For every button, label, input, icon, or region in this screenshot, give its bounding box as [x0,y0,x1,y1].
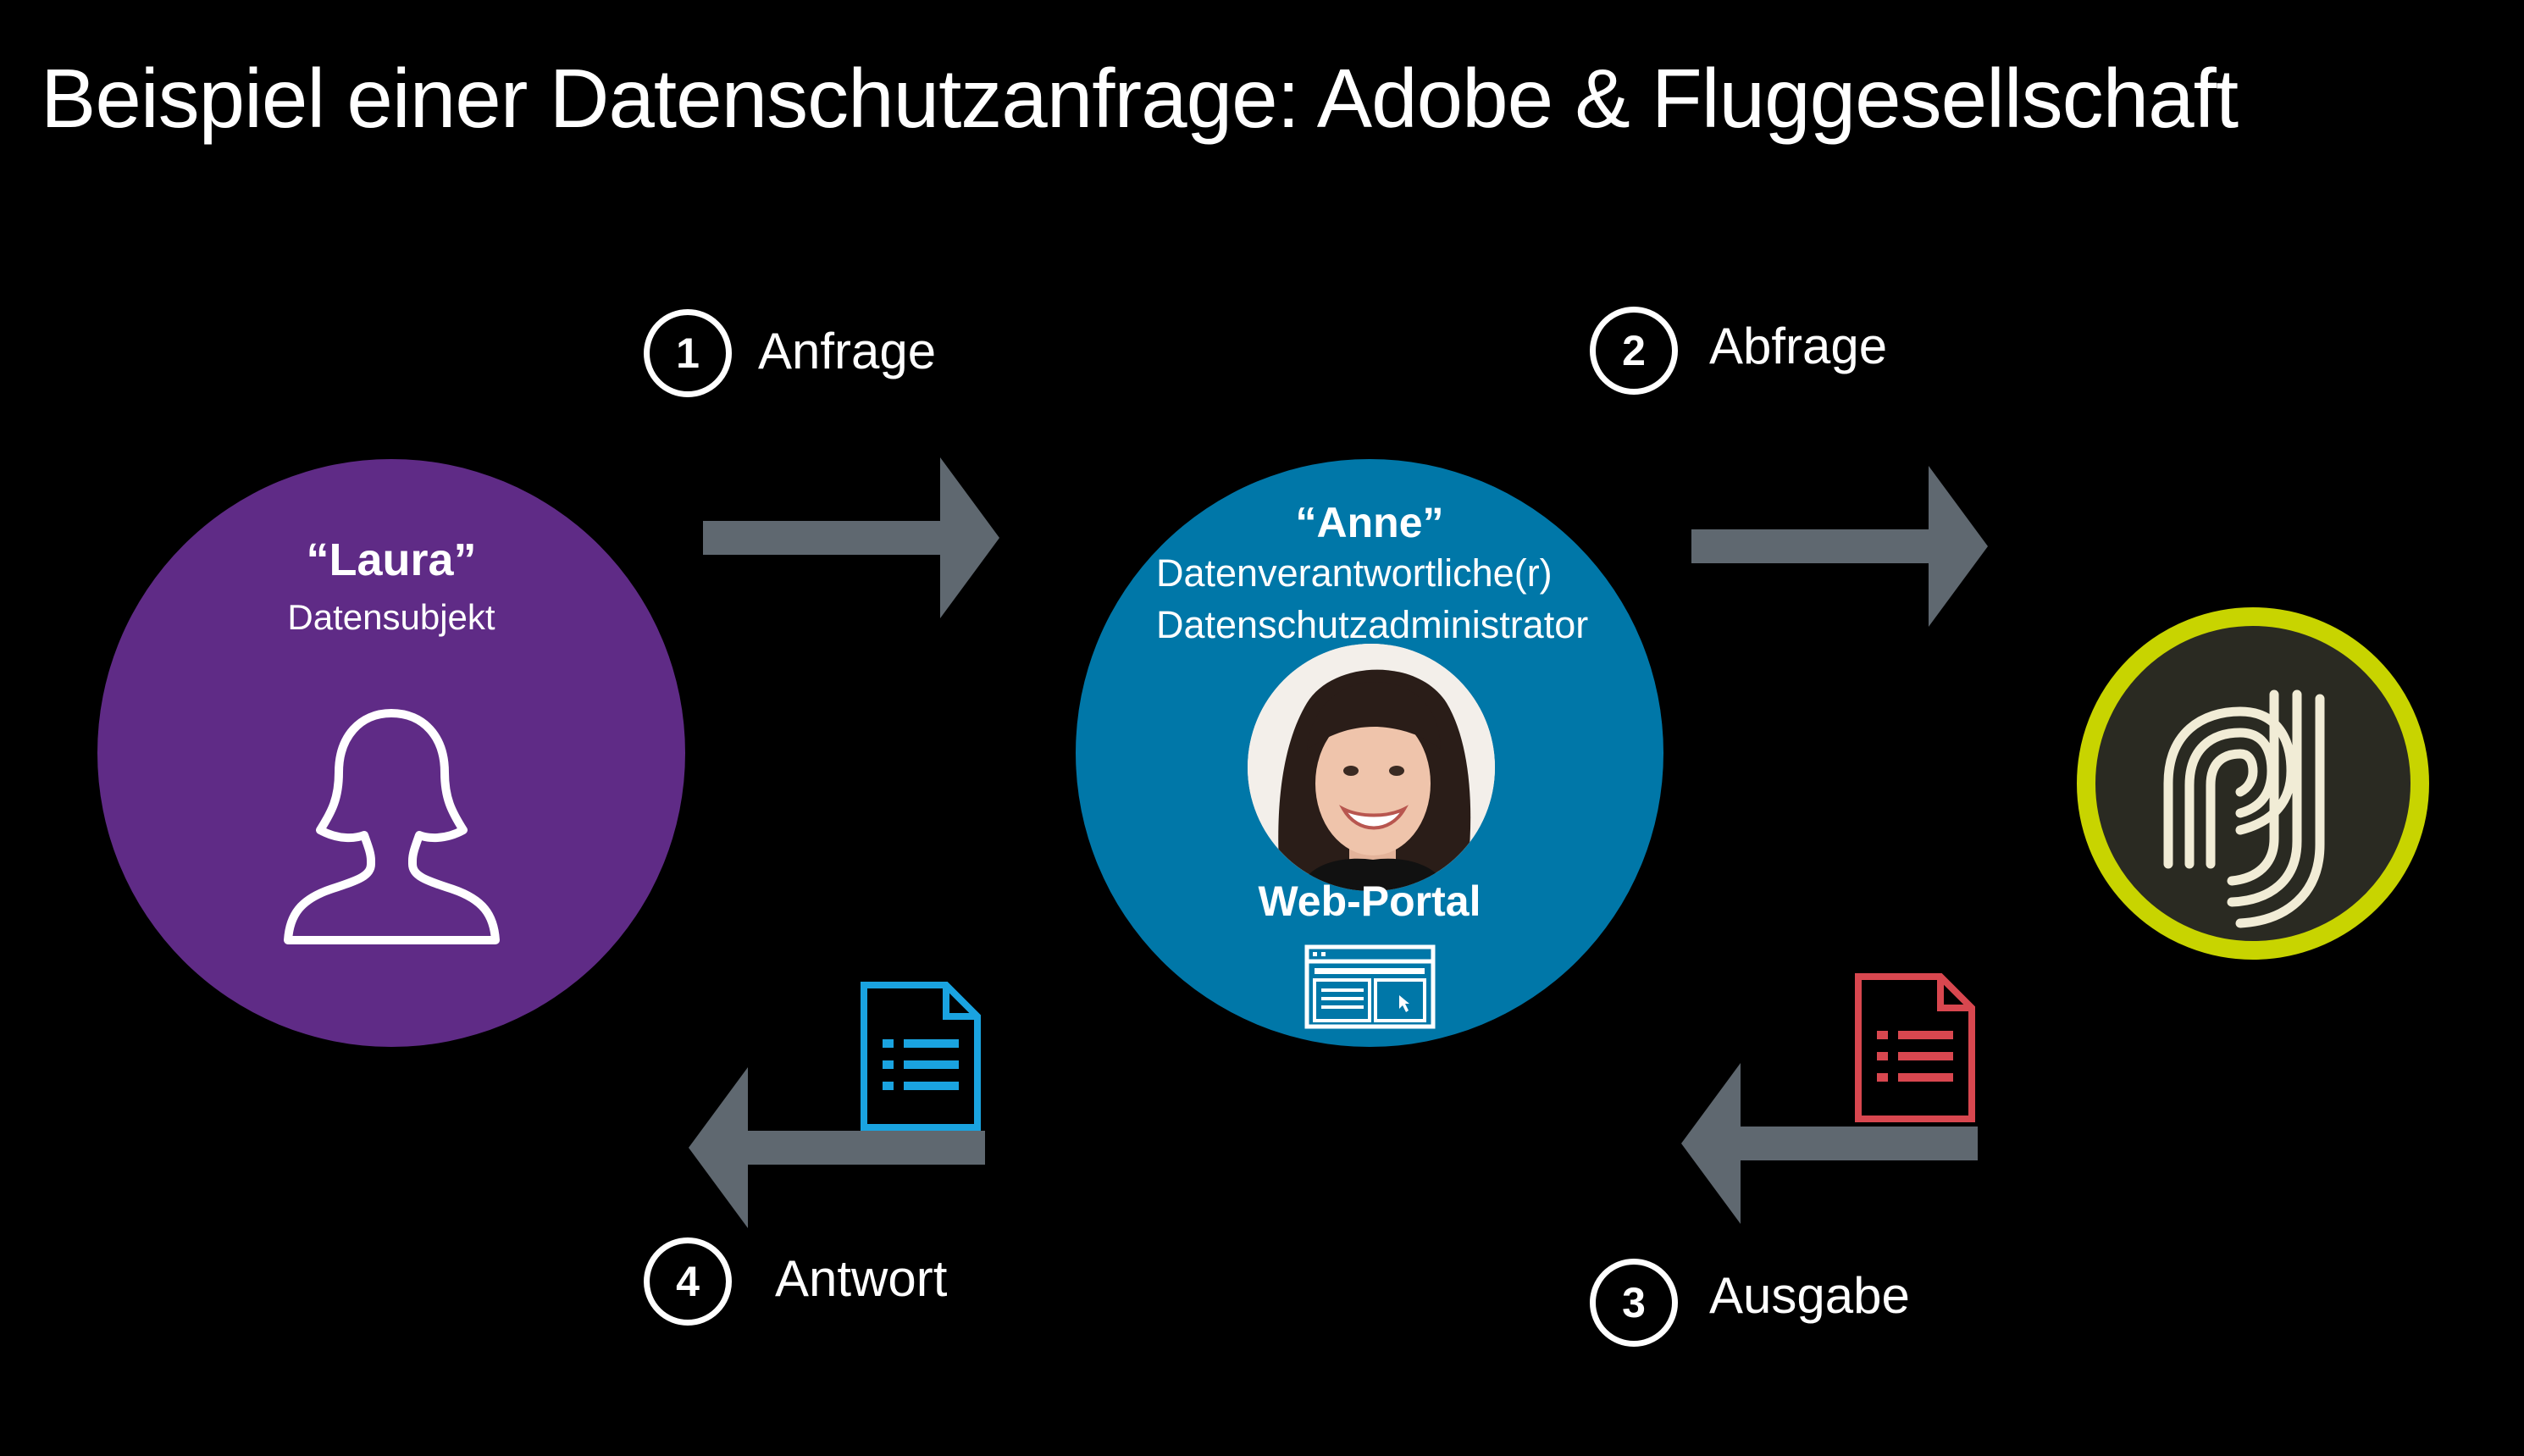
page-title: Beispiel einer Datenschutzanfrage: Adobe… [41,52,2239,145]
subject-role: Datensubjekt [287,597,495,637]
controller-role-line2: Datenschutzadministrator [1156,603,1589,646]
step-1-label: Anfrage [758,323,937,379]
adobe-experience-platform-logo [2077,607,2429,960]
browser-window-icon [1304,944,1436,1029]
controller-name: “Anne” [1295,499,1444,546]
step-4-badge: 4 [644,1237,732,1326]
arrow-response [689,1067,985,1228]
portal-label: Web-Portal [1258,877,1481,925]
arrow-query [1691,466,1988,627]
subject-name: “Laura” [306,534,477,585]
step-1-badge: 1 [644,309,732,397]
step-2-label: Abfrage [1709,318,1888,374]
document-list-icon [1855,973,1975,1122]
person-icon [284,709,500,944]
step-2-badge: 2 [1590,307,1678,395]
document-list-icon [861,982,981,1131]
step-3-badge: 3 [1590,1259,1678,1347]
arrow-request [703,457,999,618]
arrow-output [1681,1063,1978,1224]
data-subject-circle [97,459,685,1047]
step-3-label: Ausgabe [1709,1267,1910,1324]
controller-role-line1: Datenverantwortliche(r) [1156,551,1553,595]
step-4-label: Antwort [775,1250,948,1307]
controller-photo [1248,644,1495,891]
